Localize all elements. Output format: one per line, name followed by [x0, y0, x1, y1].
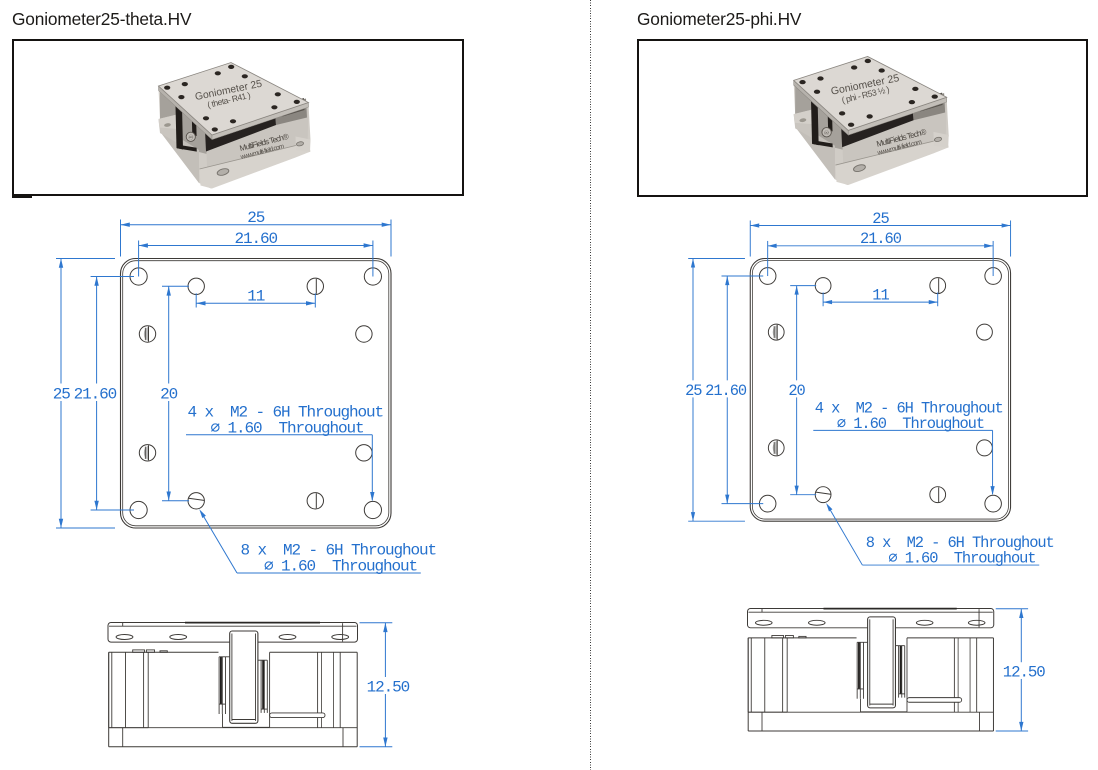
svg-text:21.60: 21.60 [74, 386, 117, 404]
svg-text:20: 20 [160, 386, 178, 404]
svg-text:11: 11 [872, 286, 889, 304]
svg-text:12.50: 12.50 [367, 679, 410, 697]
svg-text:∅ 1.60 Throughout: ∅ 1.60 Throughout [888, 549, 1035, 567]
svg-text:4 x M2 - 6H Throughout: 4 x M2 - 6H Throughout [188, 404, 384, 422]
svg-text:25: 25 [685, 382, 702, 400]
svg-text:25: 25 [872, 210, 889, 228]
svg-text:♾: ♾ [824, 129, 830, 137]
svg-text:8 x M2 - 6H Throughout: 8 x M2 - 6H Throughout [866, 534, 1054, 552]
svg-text:25: 25 [247, 209, 265, 227]
svg-text:8 x M2 - 6H Throughout: 8 x M2 - 6H Throughout [241, 542, 437, 560]
svg-text:21.60: 21.60 [235, 230, 278, 248]
svg-text:∅ 1.60 Throughout: ∅ 1.60 Throughout [211, 419, 364, 437]
svg-text:∅ 1.60 Throughout: ∅ 1.60 Throughout [264, 557, 417, 575]
svg-text:4 x M2 - 6H Throughout: 4 x M2 - 6H Throughout [815, 399, 1003, 417]
svg-text:♾: ♾ [188, 133, 194, 141]
svg-text:25: 25 [53, 386, 71, 404]
svg-text:21.60: 21.60 [705, 382, 747, 400]
svg-text:12.50: 12.50 [1003, 664, 1046, 682]
svg-text:11: 11 [247, 288, 265, 306]
svg-text:20: 20 [788, 382, 805, 400]
svg-text:21.60: 21.60 [860, 230, 902, 248]
svg-text:∅ 1.60 Throughout: ∅ 1.60 Throughout [837, 415, 984, 433]
